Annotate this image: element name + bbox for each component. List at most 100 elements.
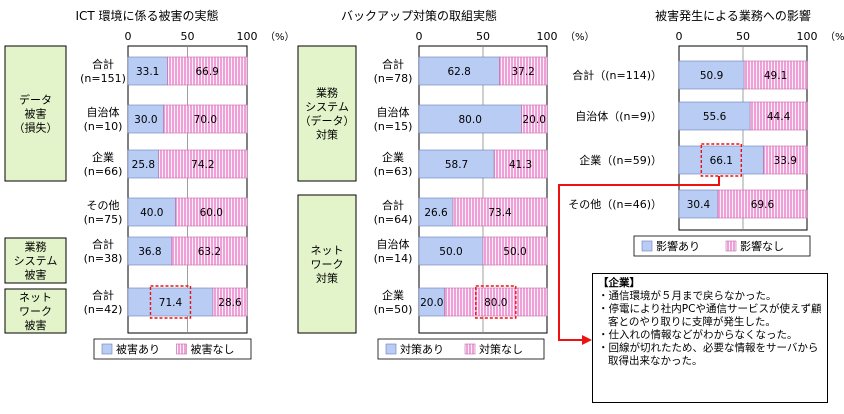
group-label: 対策: [316, 127, 338, 141]
bar-対策あり: [418, 149, 495, 179]
callout-item: 仕入れの情報などがわからなくなった。: [598, 329, 822, 342]
data-label: 20.0: [420, 297, 443, 309]
bar-対策なし: [444, 287, 548, 317]
legend-label: 対策なし: [479, 342, 523, 356]
category-label: 合計（(n=114)）: [572, 68, 662, 82]
bar-対策あり: [418, 287, 445, 317]
axis-unit-label: （%）: [565, 31, 595, 43]
bar-対策なし: [493, 149, 548, 179]
legend-label: 被害なし: [191, 342, 235, 356]
bar-影響なし: [763, 145, 808, 175]
group-label: 被害: [25, 267, 47, 281]
category-label: (n=15): [374, 120, 413, 133]
legend-swatch: [385, 343, 397, 355]
category-label: (n=50): [374, 303, 413, 316]
group-label: ネット: [311, 244, 344, 257]
group-label: （損失）: [14, 120, 58, 134]
category-label: 自治体（(n=9)）: [575, 109, 662, 123]
callout-title: 【企業】: [598, 277, 640, 289]
bar-影響なし: [717, 189, 808, 219]
data-label: 55.6: [703, 111, 727, 123]
data-label: 50.9: [700, 70, 723, 82]
legend-label: 対策あり: [400, 342, 444, 356]
bar-影響なし: [749, 101, 808, 131]
callout-list: 通信環境が５月まで戻らなかった。 停電により社内PCや通信サービスが使えず顧客と…: [598, 290, 822, 368]
category-label: 自治体: [377, 105, 410, 119]
bar-被害あり: [127, 149, 160, 179]
group-box: [4, 45, 67, 182]
category-label: 合計: [92, 288, 114, 302]
group-label: 被害: [25, 106, 47, 120]
bar-被害あり: [127, 56, 168, 86]
data-label: 40.0: [140, 207, 163, 219]
category-label: 企業: [382, 288, 404, 302]
data-label: 80.0: [459, 114, 482, 126]
company-comments-callout: 【企業】 通信環境が５月まで戻らなかった。 停電により社内PCや通信サービスが使…: [592, 273, 828, 403]
bar-被害なし: [158, 149, 248, 179]
legend-swatch: [464, 343, 476, 355]
group-box: [4, 237, 67, 284]
group-label: ネット: [19, 291, 52, 304]
callout-item: 回線が切れたため、必要な情報をサーバから取得出来なかった。: [598, 342, 822, 368]
axis-unit-label: （%）: [825, 31, 844, 43]
category-label: 企業（(n=59)）: [579, 153, 662, 167]
category-label: 企業: [382, 150, 404, 164]
category-label: 合計: [92, 237, 114, 251]
category-label: (n=151): [80, 72, 126, 85]
category-label: (n=14): [374, 252, 413, 265]
data-label: 80.0: [484, 297, 507, 309]
legend-box: [633, 235, 811, 257]
category-label: 自治体: [87, 105, 120, 119]
legend-swatch: [101, 343, 113, 355]
chart-title: バックアップ対策の取組実態: [341, 8, 497, 23]
legend-swatch: [176, 343, 187, 355]
group-label: 業務: [25, 239, 47, 253]
legend-label: 影響あり: [656, 239, 700, 253]
group-label: システム: [305, 100, 349, 113]
category-label: (n=10): [84, 120, 123, 133]
legend-box: [93, 338, 252, 360]
category-label: 企業: [92, 150, 114, 164]
legend-swatch: [725, 240, 737, 252]
data-label: 25.8: [132, 159, 155, 171]
data-label: 62.8: [447, 66, 470, 78]
group-label: システム: [14, 254, 58, 267]
data-label: 50.0: [503, 246, 526, 258]
bar-対策なし: [521, 104, 548, 134]
data-label: 37.2: [511, 66, 534, 78]
category-label: 自治体: [377, 237, 410, 251]
highlight-box: [700, 143, 743, 177]
category-label: (n=66): [84, 165, 123, 178]
tick-label: 0: [676, 30, 683, 43]
data-label: 63.2: [198, 246, 221, 258]
data-label: 33.1: [136, 66, 159, 78]
highlight-box: [149, 285, 192, 319]
group-label: 対策: [316, 271, 338, 285]
group-label: ワーク: [311, 258, 344, 271]
legend-box: [377, 338, 545, 360]
group-label: データ: [19, 92, 52, 106]
bar-影響なし: [743, 60, 808, 90]
bar-対策なし: [499, 56, 548, 86]
chart-title: ICT 環境に係る被害の実態: [75, 8, 218, 23]
bar-被害あり: [127, 287, 214, 317]
group-box: [297, 45, 357, 182]
bar-対策なし: [452, 197, 548, 227]
tick-label: 100: [537, 30, 558, 43]
tick-label: 0: [416, 30, 423, 43]
data-label: 28.6: [218, 297, 242, 309]
category-label: その他（(n=46)）: [568, 198, 662, 211]
callout-arrowhead: [582, 335, 592, 345]
bar-被害なし: [171, 236, 248, 266]
data-label: 74.2: [191, 159, 214, 171]
group-label: ワーク: [19, 305, 52, 318]
category-label: 合計: [92, 57, 114, 71]
bar-被害なし: [212, 287, 248, 317]
data-label: 44.4: [767, 111, 791, 123]
category-label: その他: [87, 199, 120, 212]
data-label: 71.4: [159, 297, 183, 309]
highlight-box: [475, 285, 517, 319]
chart-title: 被害発生による業務への影響: [655, 8, 811, 23]
tick-label: 50: [736, 30, 750, 43]
